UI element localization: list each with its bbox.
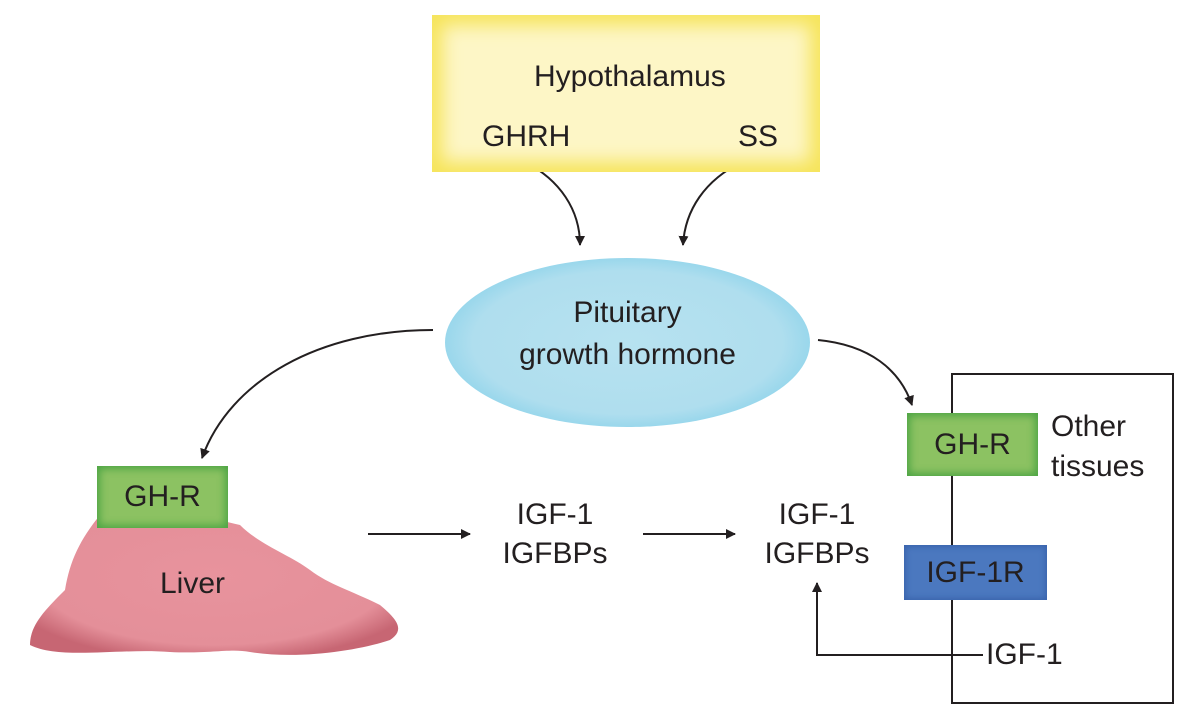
- arrow-pituitary-to-tissues: [817, 339, 914, 406]
- arrow-pituitary-to-liver: [200, 329, 434, 459]
- liver-shape: [30, 510, 399, 655]
- igf-1-label-2: IGF-1: [778, 498, 856, 531]
- ss-label: SS: [738, 120, 779, 153]
- hypothalamus-box: [432, 15, 820, 172]
- igfbps-label-1: IGFBPs: [502, 537, 608, 570]
- pituitary-label-line1: Pituitary: [573, 296, 682, 329]
- pituitary-ellipse: [445, 258, 810, 427]
- liver-label: Liver: [160, 567, 226, 600]
- arrow-ghrh-to-pituitary: [524, 161, 585, 246]
- igf-1-receptor-label: IGF-1R: [926, 555, 1025, 589]
- arrow-ss-to-pituitary: [678, 161, 743, 246]
- arrow-local-igf-feedback: [812, 582, 983, 656]
- liver-gh-receptor: GH-R: [97, 466, 228, 528]
- tissue-gh-receptor-label: GH-R: [934, 427, 1011, 461]
- other-tissues-label-line1: Other: [1051, 410, 1127, 443]
- hypothalamus-label: Hypothalamus: [534, 60, 726, 93]
- tissue-gh-receptor: GH-R: [907, 413, 1038, 476]
- other-tissues-box: [951, 373, 1174, 704]
- pituitary-label-line2: growth hormone: [519, 338, 736, 371]
- local-igf-1-label: IGF-1: [986, 638, 1063, 671]
- liver-gh-receptor-label: GH-R: [124, 480, 201, 513]
- igf-1-label-1: IGF-1: [516, 498, 594, 531]
- other-tissues-label-line2: tissues: [1051, 450, 1145, 483]
- igfbps-label-2: IGFBPs: [764, 537, 870, 570]
- ghrh-label: GHRH: [482, 120, 571, 153]
- igf-1-receptor: IGF-1R: [904, 545, 1047, 600]
